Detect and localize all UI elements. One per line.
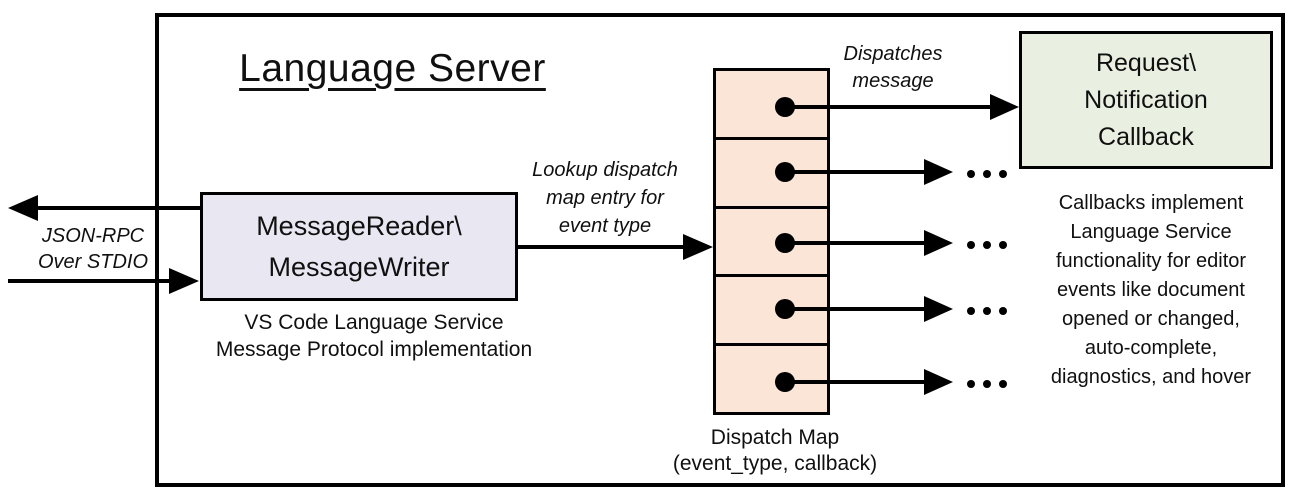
message-box-label: MessageReader\ MessageWriter bbox=[256, 210, 462, 282]
dispatch-cell bbox=[716, 346, 827, 412]
dispatch-cell bbox=[716, 139, 827, 209]
diagram-title: Language Server bbox=[239, 47, 546, 90]
lookup-dispatch-label: Lookup dispatch map entry for event type bbox=[532, 159, 678, 237]
callback-box: Request\ Notification Callback bbox=[1019, 31, 1273, 169]
dispatch-map-caption: Dispatch Map (event_type, callback) bbox=[672, 426, 878, 475]
message-box-caption: VS Code Language Service Message Protoco… bbox=[215, 311, 533, 361]
dispatch-map bbox=[713, 68, 830, 415]
dispatch-cell bbox=[716, 277, 827, 347]
dispatch-cell bbox=[716, 208, 827, 278]
message-reader-writer-box: MessageReader\ MessageWriter bbox=[200, 192, 518, 301]
callbacks-note: Callbacks implement Language Service fun… bbox=[1050, 192, 1252, 388]
json-rpc-label: JSON-RPC Over STDIO bbox=[37, 225, 148, 273]
dispatch-cell bbox=[716, 71, 827, 140]
dispatches-message-label: Dispatches message bbox=[843, 43, 943, 92]
callback-box-label: Request\ Notification Callback bbox=[1084, 48, 1208, 151]
